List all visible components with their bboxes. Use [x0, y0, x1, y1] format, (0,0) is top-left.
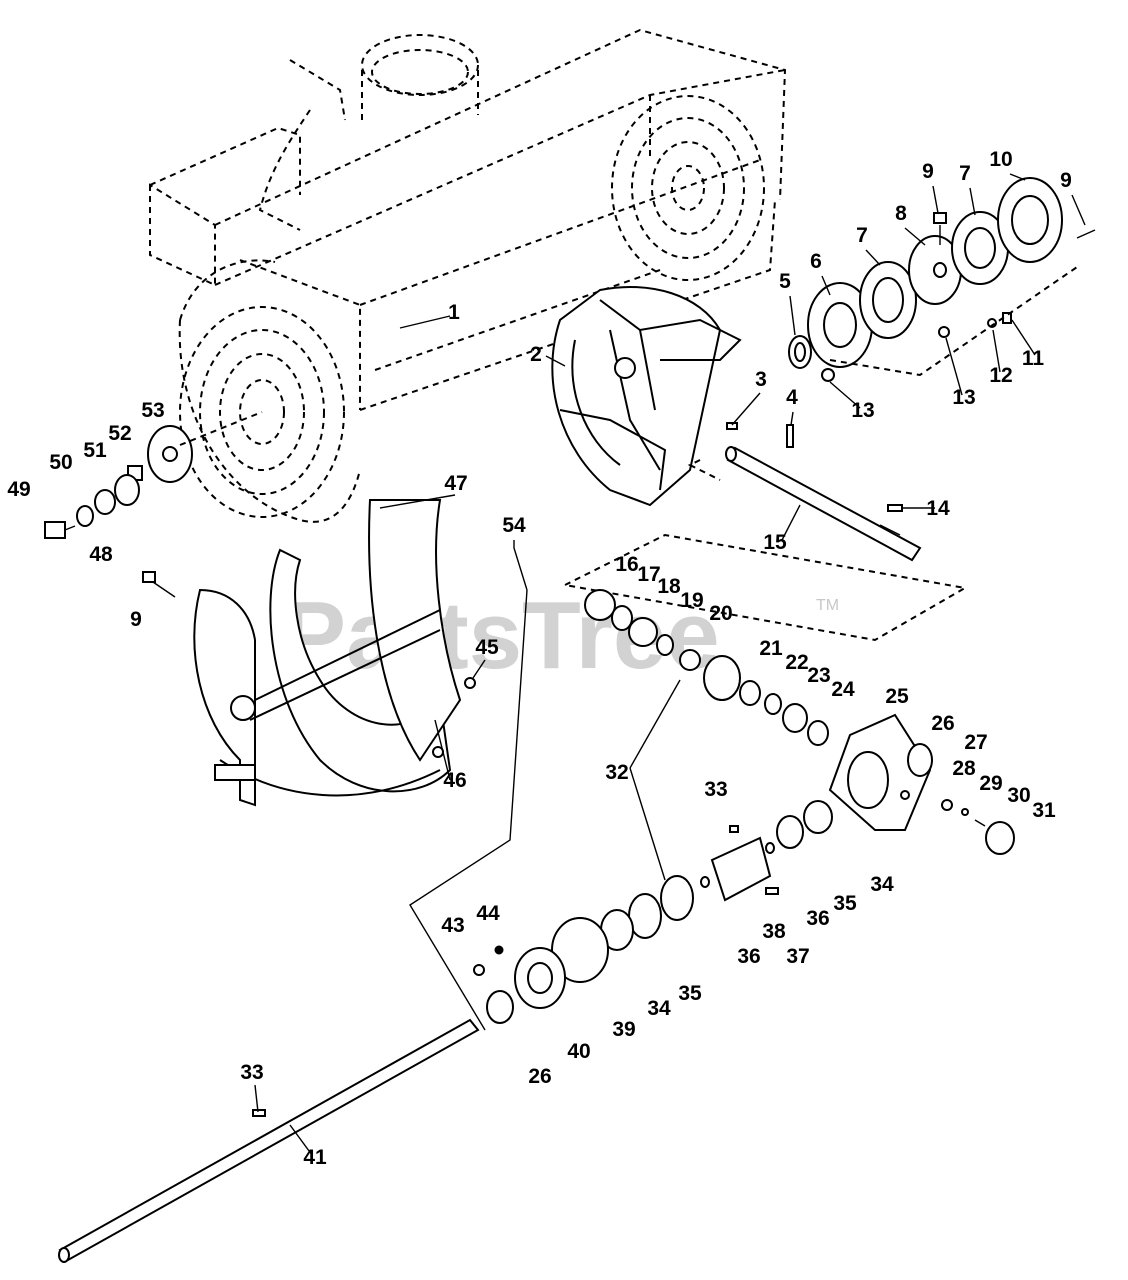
- impeller: [551, 286, 742, 507]
- callout-c7b: 7: [959, 162, 971, 185]
- callout-c1: 1: [448, 301, 460, 324]
- callout-c44: 44: [476, 902, 500, 925]
- auger-housing: [149, 28, 787, 523]
- callout-c40: 40: [567, 1040, 590, 1063]
- auger-assembly: [142, 499, 462, 807]
- callout-c43: 43: [441, 914, 464, 937]
- callout-c34a: 34: [870, 873, 894, 896]
- callout-c9c: 9: [130, 608, 142, 631]
- callout-c35b: 35: [678, 982, 702, 1005]
- callout-c52: 52: [108, 422, 131, 445]
- callout-c38: 38: [762, 920, 786, 943]
- callout-c46: 46: [443, 769, 466, 792]
- callout-c24: 24: [831, 678, 855, 701]
- callout-c7a: 7: [856, 224, 868, 247]
- callout-c9a: 9: [922, 160, 934, 183]
- callout-c9b: 9: [1060, 169, 1072, 192]
- callout-c29: 29: [979, 772, 1002, 795]
- leader-lines: [254, 173, 1086, 1156]
- callout-c50: 50: [49, 451, 72, 474]
- impeller-shaft: [687, 422, 922, 562]
- callout-c31: 31: [1032, 799, 1056, 822]
- callout-c11: 11: [1022, 347, 1045, 370]
- callout-c18: 18: [657, 575, 681, 598]
- callout-c25: 25: [885, 685, 909, 708]
- callout-c32: 32: [605, 761, 628, 784]
- callout-c22: 22: [785, 651, 808, 674]
- callout-c47: 47: [444, 472, 467, 495]
- callout-c37: 37: [786, 945, 809, 968]
- watermark-trademark: TM: [816, 597, 839, 614]
- callout-c30: 30: [1007, 784, 1030, 807]
- callout-c45: 45: [475, 636, 499, 659]
- callout-c26a: 26: [931, 712, 954, 735]
- callout-c23: 23: [807, 664, 830, 687]
- callout-c15: 15: [763, 531, 787, 554]
- callout-c49: 49: [7, 478, 30, 501]
- callout-c27: 27: [964, 731, 987, 754]
- callout-c19: 19: [680, 589, 703, 612]
- callout-c35a: 35: [833, 892, 857, 915]
- callout-c34b: 34: [647, 997, 671, 1020]
- callout-c21: 21: [759, 637, 783, 660]
- callout-c36b: 36: [737, 945, 760, 968]
- left-bearing-group: [44, 411, 263, 539]
- callout-c20: 20: [709, 602, 732, 625]
- gearbox-assembly: [473, 533, 1015, 1024]
- callout-c10: 10: [989, 148, 1012, 171]
- callout-c36a: 36: [806, 907, 829, 930]
- callout-c2: 2: [530, 343, 542, 366]
- callout-c13a: 13: [952, 386, 975, 409]
- callout-c26b: 26: [528, 1065, 551, 1088]
- bearing-flange-group: [788, 177, 1096, 382]
- callout-c4: 4: [786, 386, 798, 409]
- callout-c16: 16: [615, 553, 638, 576]
- callout-c8: 8: [895, 202, 907, 225]
- callout-c33a: 33: [704, 778, 727, 801]
- callout-c5: 5: [779, 270, 791, 293]
- callout-c13b: 13: [851, 399, 874, 422]
- callout-c41: 41: [303, 1146, 327, 1169]
- callout-c3: 3: [755, 368, 767, 391]
- callout-c12: 12: [989, 364, 1012, 387]
- callout-c54: 54: [502, 514, 526, 537]
- callout-c53: 53: [141, 399, 164, 422]
- callout-c48: 48: [89, 543, 113, 566]
- callout-c39: 39: [612, 1018, 635, 1041]
- callout-c28: 28: [952, 757, 976, 780]
- callout-c6: 6: [810, 250, 822, 273]
- callout-c33b: 33: [240, 1061, 263, 1084]
- auger-shaft: [58, 1018, 480, 1263]
- callout-c14: 14: [926, 497, 950, 520]
- callout-c17: 17: [637, 563, 660, 586]
- callout-c51: 51: [83, 439, 107, 462]
